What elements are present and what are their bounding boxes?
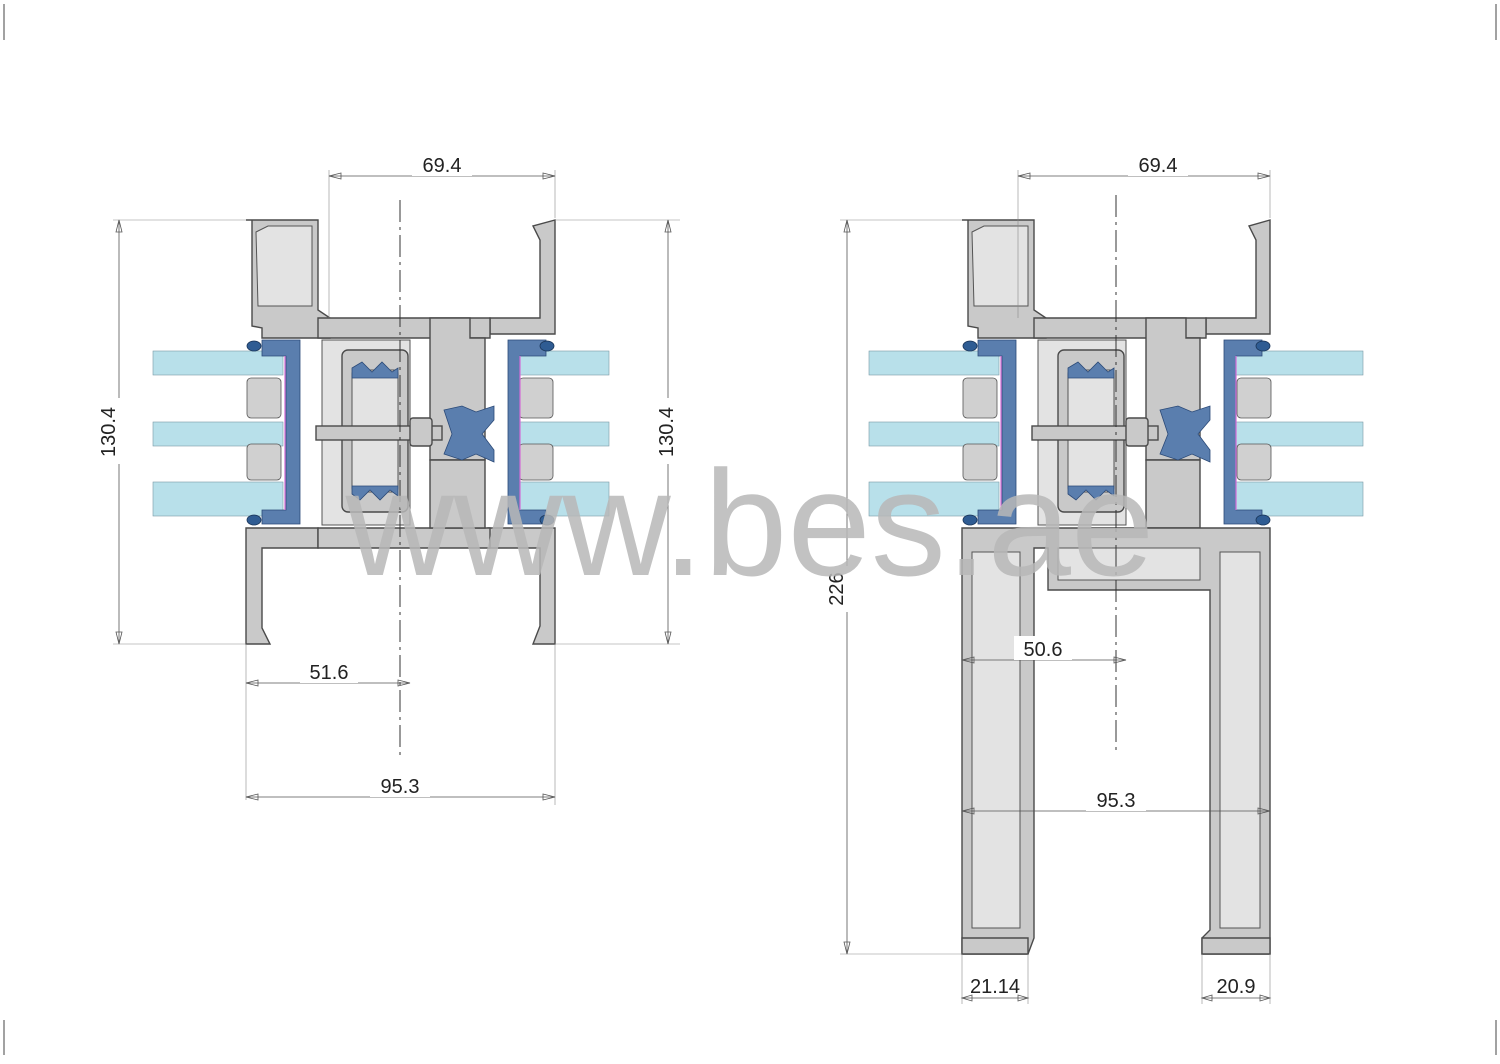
right-dim-top: 69.4 bbox=[1017, 152, 1271, 318]
left-dim-height-right-label: 130.4 bbox=[656, 407, 678, 457]
left-dim-total-label: 95.3 bbox=[381, 776, 420, 798]
right-dim-inner: 50.6 bbox=[961, 636, 1127, 664]
left-dim-inner: 51.6 bbox=[245, 644, 411, 800]
sheet-corner-marks bbox=[3, 4, 1497, 1055]
right-gaskets bbox=[962, 339, 1271, 526]
watermark-text: www.bes.ae bbox=[345, 439, 1155, 607]
left-gaskets bbox=[246, 339, 555, 526]
left-dim-height: 130.4 bbox=[96, 219, 246, 645]
right-section: 69.4 226 50.6 95.3 21 bbox=[824, 152, 1364, 1004]
left-dim-inner-label: 51.6 bbox=[310, 662, 349, 684]
right-dim-leg-right-label: 20.9 bbox=[1217, 976, 1256, 998]
right-dim-inner-label: 50.6 bbox=[1024, 639, 1063, 661]
left-dim-total: 95.3 bbox=[245, 644, 556, 805]
right-glass-right bbox=[1232, 350, 1364, 517]
left-dim-height-label: 130.4 bbox=[98, 407, 120, 457]
right-dim-leg-left: 21.14 bbox=[960, 954, 1030, 1004]
left-dim-height-right: 130.4 bbox=[555, 219, 680, 645]
left-outer-profile bbox=[245, 219, 331, 645]
left-dim-top-label: 69.4 bbox=[423, 155, 462, 177]
right-mullion bbox=[1031, 317, 1211, 529]
right-top-profiles bbox=[962, 219, 1271, 339]
right-deep-profile bbox=[961, 527, 1271, 955]
right-outer-profile bbox=[487, 219, 556, 645]
left-dim-top: 69.4 bbox=[328, 152, 556, 318]
left-glass-left bbox=[152, 350, 284, 517]
right-dim-leg-right: 20.9 bbox=[1200, 954, 1272, 1004]
right-dim-leg-left-label: 21.14 bbox=[970, 976, 1020, 998]
left-section: 69.4 130.4 130.4 51.6 bbox=[96, 152, 680, 805]
right-dim-total-label: 95.3 bbox=[1097, 790, 1136, 812]
left-glass-right bbox=[516, 350, 610, 517]
right-dim-height: 226 bbox=[824, 219, 962, 955]
right-dim-top-label: 69.4 bbox=[1139, 155, 1178, 177]
right-glass-left bbox=[868, 350, 1000, 517]
right-dim-height-label: 226 bbox=[826, 572, 848, 605]
right-dim-total: 95.3 bbox=[961, 787, 1271, 815]
left-mullion bbox=[315, 317, 495, 549]
